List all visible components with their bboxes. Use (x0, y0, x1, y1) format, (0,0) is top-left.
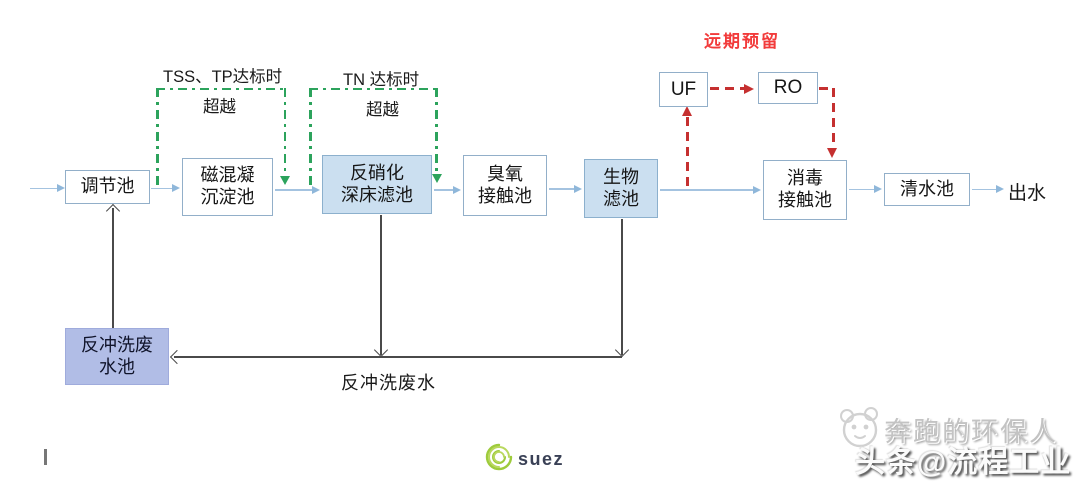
bypass-tss-tp-condition-label: TSS、TP达标时 (163, 68, 283, 86)
flow-line (434, 189, 453, 191)
node-magnetic-coagulation-tank: 磁混凝 沉淀池 (182, 158, 273, 216)
arrow-right-icon (57, 184, 65, 192)
backwash-collector-line (174, 356, 622, 358)
node-denitrification-filter: 反硝化 深床滤池 (322, 155, 432, 214)
flow-line-outlet (972, 188, 996, 191)
future-line-to-uf (686, 117, 689, 187)
node-ro: RO (758, 72, 818, 104)
flow-line-inlet (30, 187, 57, 190)
arrow-down-icon (373, 342, 389, 358)
future-reserved-label: 远期预留 (704, 32, 780, 51)
arrow-down-icon (431, 174, 442, 183)
suez-logo: suez (484, 442, 564, 477)
arrow-left-icon (169, 349, 185, 365)
backwash-drain-line (380, 215, 382, 355)
arrow-down-icon (280, 176, 290, 185)
bypass-tn-action-label: 超越 (366, 101, 399, 119)
watermark-toutiao: 头条@流程工业 (855, 446, 1072, 479)
node-regulating-tank: 调节池 (65, 170, 150, 204)
arrow-right-icon (753, 185, 761, 194)
arrow-right-icon (996, 185, 1004, 193)
arrow-right-icon (574, 184, 582, 193)
backwash-water-label: 反冲洗废水 (341, 373, 436, 393)
bypass-tn-condition-label: TN 达标时 (343, 71, 420, 89)
node-biological-filter: 生物 滤池 (584, 159, 658, 218)
flow-line (660, 189, 753, 191)
future-line-uf-to-ro (710, 86, 744, 90)
panda-watermark-icon (833, 402, 889, 457)
backwash-drain-line (621, 219, 623, 355)
node-clear-water-tank: 清水池 (884, 173, 970, 206)
bypass-tn-line (309, 88, 312, 186)
arrow-right-icon (744, 83, 754, 94)
node-ozone-contact-tank: 臭氧 接触池 (463, 155, 547, 216)
arrow-down-icon (614, 342, 630, 358)
arrow-down-icon (827, 148, 837, 158)
flow-line (849, 188, 874, 191)
arrow-right-icon (312, 185, 320, 194)
node-disinfection-contact-tank: 消毒 接触池 (763, 160, 847, 220)
arrow-right-icon (874, 185, 882, 193)
flow-line (275, 189, 312, 191)
bypass-tn-line (435, 88, 438, 174)
arrow-up-icon (105, 203, 121, 219)
suez-logo-text: suez (518, 449, 565, 469)
future-line-ro-out (819, 86, 834, 90)
backwash-return-line (112, 208, 114, 328)
future-line-to-disinfection (831, 88, 835, 148)
bypass-tss-tp-action-label: 超越 (203, 98, 236, 116)
flow-line (151, 187, 172, 190)
arrow-right-icon (172, 184, 180, 192)
suez-logo-icon (484, 442, 514, 477)
arrow-up-icon (682, 106, 692, 116)
node-uf: UF (659, 72, 708, 107)
bypass-tn-line (309, 87, 438, 91)
bypass-tss-tp-line (283, 88, 287, 176)
effluent-label: 出水 (1008, 183, 1047, 204)
bypass-tss-tp-line (156, 88, 159, 186)
bypass-tss-tp-line (156, 87, 286, 91)
arrow-right-icon (453, 185, 461, 194)
watermark-runner: 奔跑的环保人 (884, 417, 1058, 447)
node-backwash-wastewater-tank: 反冲洗废 水池 (65, 328, 169, 385)
flow-line (549, 188, 574, 190)
stray-mark (44, 449, 47, 465)
